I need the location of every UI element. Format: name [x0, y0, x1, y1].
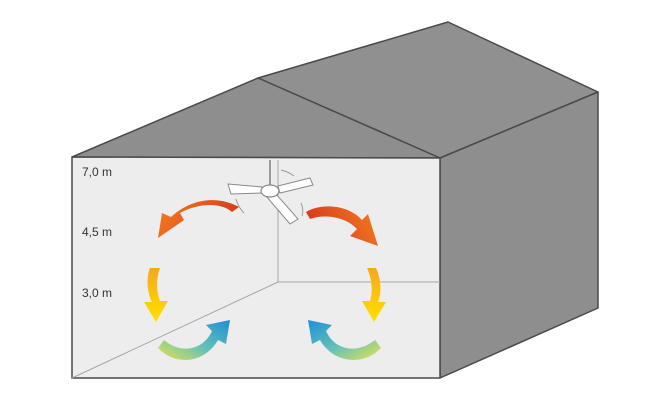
- ceiling-fan-icon: [227, 160, 314, 225]
- airflow-arrow-icon: [308, 320, 381, 360]
- interior-lines: [71, 160, 440, 379]
- height-label-3m: 3,0 m: [82, 286, 113, 300]
- airflow-arrow-icon: [362, 268, 386, 322]
- height-label-7m: 7,0 m: [82, 165, 113, 179]
- airflow-arrow-icon: [158, 200, 239, 238]
- airflow-arrow-icon: [306, 206, 378, 246]
- airflow-arrow-icon: [158, 320, 230, 360]
- height-label-4-5m: 4,5 m: [82, 225, 113, 239]
- airflow-arrow-icon: [144, 268, 168, 322]
